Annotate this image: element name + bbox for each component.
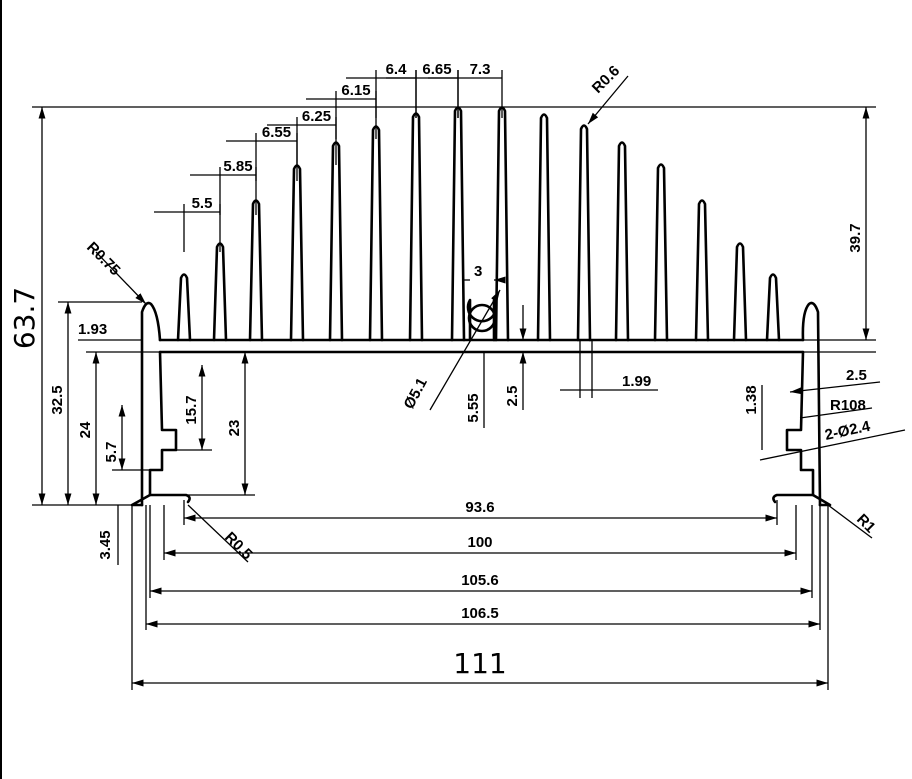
leader-tip-radius — [587, 75, 629, 125]
dim-width-105-6: 105.6 — [461, 572, 499, 589]
dim-foot-height: 3.45 — [97, 530, 114, 559]
fin — [732, 242, 748, 342]
dim-lip-width: 1.93 — [78, 321, 107, 338]
dim-foot-radius: R0.5 — [221, 529, 255, 563]
dim-lip-radius: R0.75 — [83, 239, 123, 279]
dim-fin-pitch: 6.55 — [262, 124, 291, 141]
leader-arc-radius — [799, 407, 873, 419]
dim-tip-radius: R0.6 — [589, 62, 623, 96]
fin — [536, 113, 552, 342]
fin — [289, 164, 305, 342]
dim-fin-pitch: 6.65 — [422, 61, 451, 78]
fin — [765, 273, 781, 342]
dim-inner-height: 23 — [226, 420, 243, 437]
right-wall — [772, 350, 815, 504]
left-lip — [140, 301, 162, 507]
fin — [694, 199, 710, 342]
leader-bore — [429, 289, 501, 411]
dim-fin-pitch: 6.4 — [386, 61, 408, 78]
fin — [614, 141, 630, 342]
fin — [494, 106, 510, 342]
dim-width-106-5: 106.5 — [461, 605, 499, 622]
dim-slot-height: 5.7 — [103, 442, 120, 463]
dim-fin-height: 39.7 — [847, 223, 864, 252]
dim-arc-radius: R108 — [830, 397, 866, 414]
fin — [368, 125, 384, 342]
fin — [653, 163, 669, 342]
fin — [408, 112, 424, 342]
leader-corner — [827, 504, 873, 539]
dim-groove-offset: 2.5 — [504, 386, 521, 407]
dim-width-100: 100 — [467, 534, 492, 551]
dim-slot-width: 3 — [474, 263, 482, 280]
dim-overall-height: 63.7 — [8, 287, 41, 349]
dim-side-wall-line — [789, 381, 881, 395]
dim-rib-height: 1.38 — [743, 385, 760, 414]
dim-corner-radius: R1 — [853, 511, 879, 537]
dim-fin-pitch: 6.25 — [302, 108, 331, 125]
dim-slot-depth: 15.7 — [183, 395, 200, 424]
fin — [176, 273, 192, 342]
fin — [328, 141, 344, 342]
dim-bore-height: 5.55 — [465, 393, 482, 422]
right-foot — [811, 493, 832, 507]
dim-base-height: 32.5 — [49, 385, 66, 414]
fin — [450, 106, 466, 342]
dim-side-height: 24 — [77, 421, 94, 438]
leader-lip-radius — [95, 251, 147, 305]
dim-side-wall: 2.5 — [846, 367, 867, 384]
fin — [576, 124, 592, 342]
dim-fin-pitch: 6.15 — [341, 82, 370, 99]
dim-fin-pitch: 5.85 — [223, 158, 252, 175]
fin — [248, 199, 264, 342]
dim-holes: 2-Ø2.4 — [823, 418, 872, 444]
dim-fin-pitch: 5.5 — [192, 195, 213, 212]
right-lip — [801, 301, 822, 507]
left-wall — [148, 350, 191, 504]
leader-holes — [759, 429, 906, 461]
dim-width-93-6: 93.6 — [465, 499, 494, 516]
dim-width-111: 111 — [453, 647, 506, 680]
dim-fin-root: 1.99 — [622, 373, 651, 390]
dim-bore-diameter: Ø5.1 — [401, 375, 431, 412]
fin — [212, 242, 228, 342]
dim-fin-pitch: 7.3 — [470, 61, 491, 78]
